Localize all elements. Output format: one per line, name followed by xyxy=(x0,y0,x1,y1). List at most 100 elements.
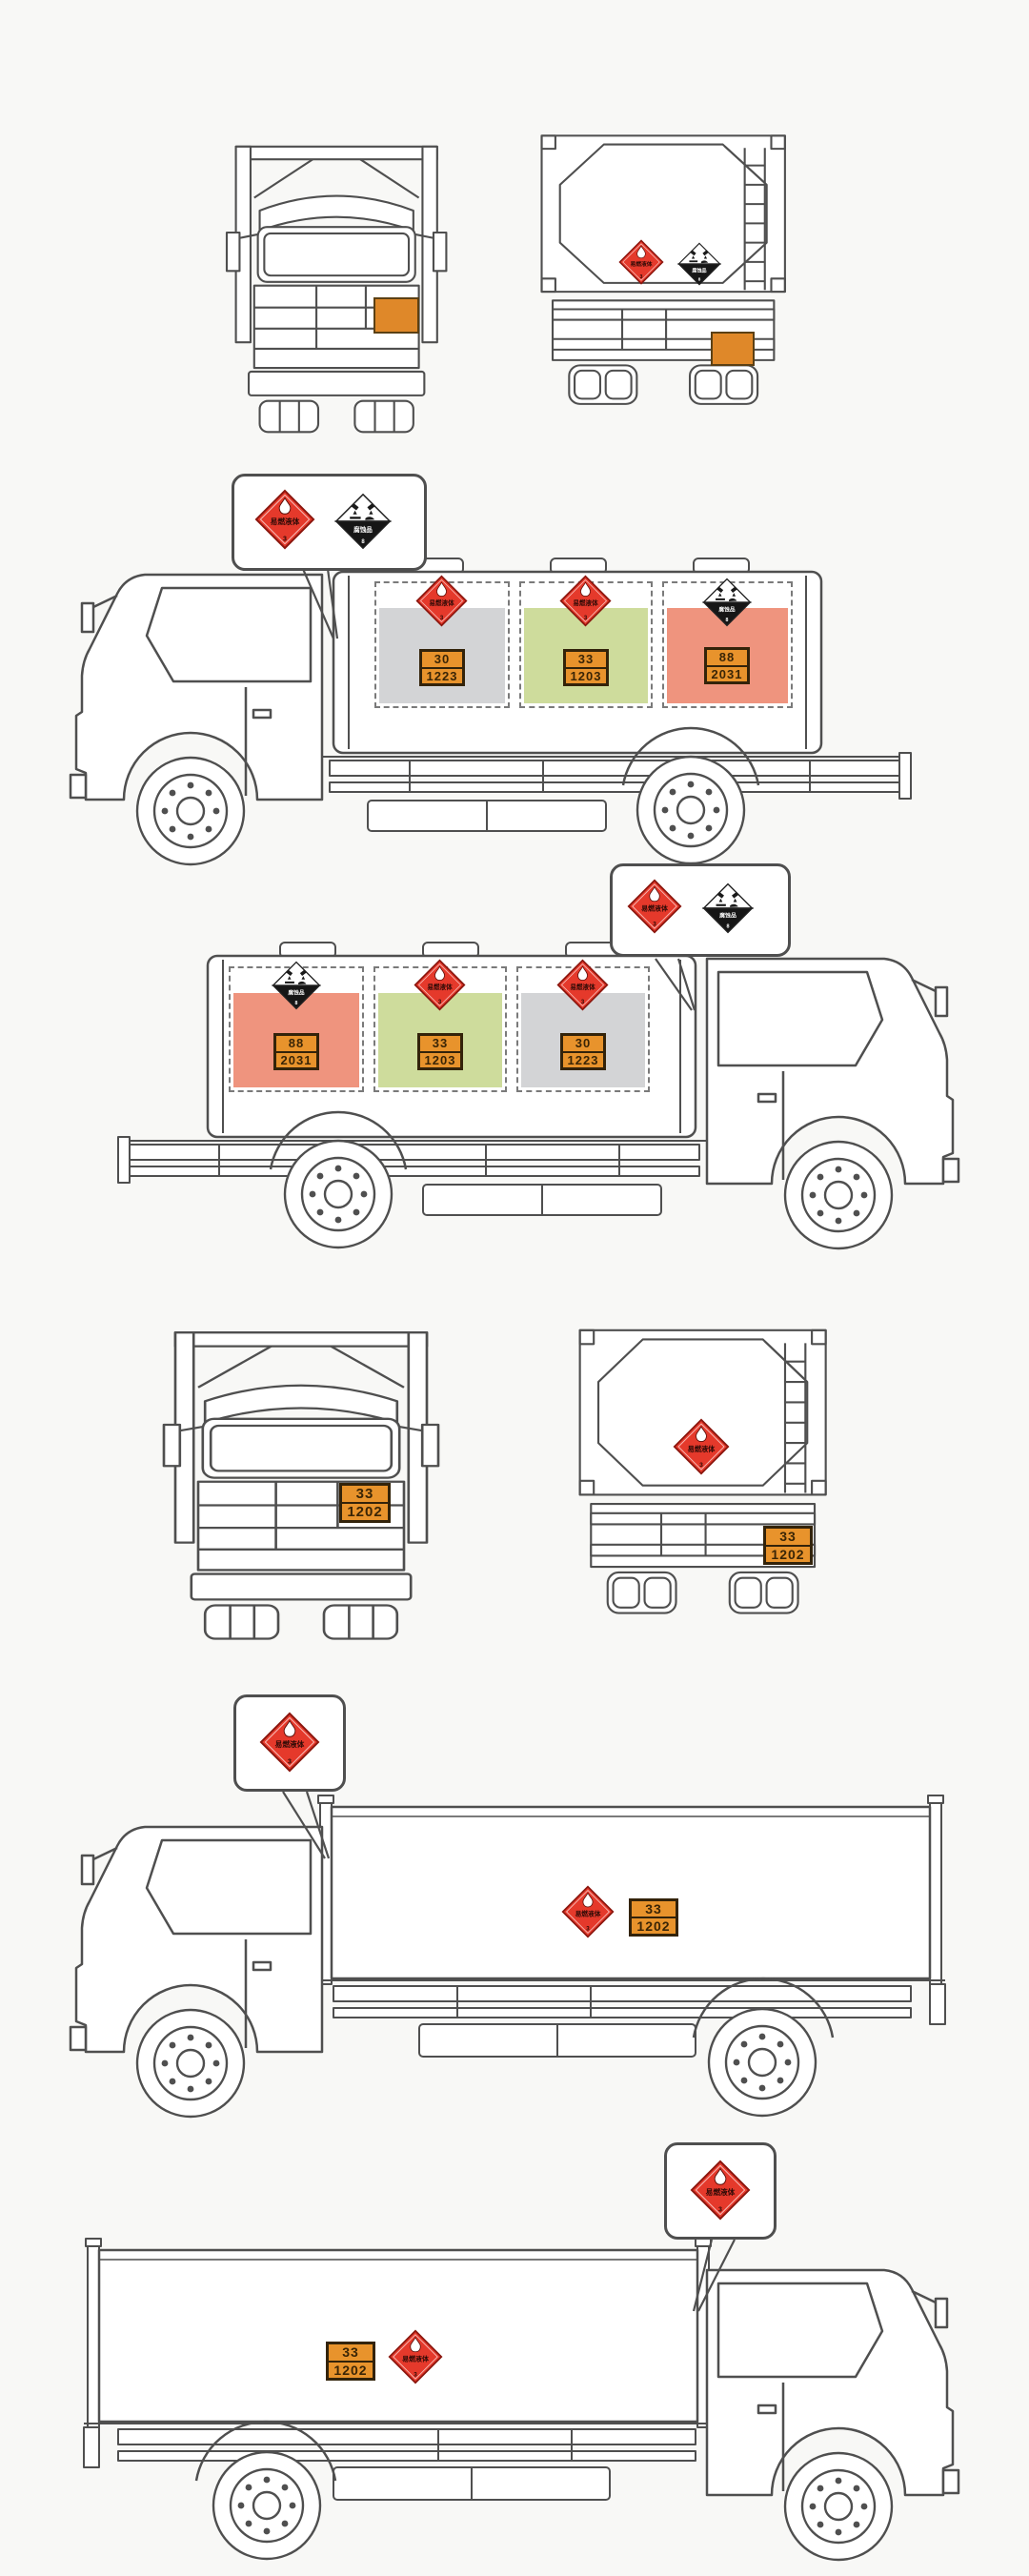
callout-tail-line xyxy=(282,1791,326,1859)
plate-hazard-id: 30 xyxy=(575,1036,592,1051)
flammable-placard: 易燃液体 3 xyxy=(259,1712,320,1773)
diamond-inner-border xyxy=(563,578,608,623)
placard-class-number: 3 xyxy=(699,1462,703,1469)
flammable-placard-art: 易燃液体 3 xyxy=(254,489,315,550)
flammable-diamond-shape xyxy=(415,575,468,627)
plate-un-number: 1203 xyxy=(566,666,606,684)
placard-class-number: 8 xyxy=(295,1001,298,1006)
diamond-inner-border xyxy=(393,2334,438,2380)
callout-tail-line xyxy=(692,2239,714,2312)
placard-class-number: 3 xyxy=(414,2371,417,2378)
flammable-placard-art: 易燃液体 3 xyxy=(673,1418,730,1475)
corrosive-diamond-top xyxy=(702,882,754,909)
corrosive-diamond-bottom xyxy=(334,520,392,550)
flame-icon xyxy=(434,965,445,981)
blank-orange-plate-front xyxy=(373,297,419,334)
plate-un-number: 2031 xyxy=(276,1050,316,1068)
diamond-inner-border xyxy=(565,1889,611,1935)
flammable-diamond-shape xyxy=(690,2160,751,2221)
placard-class-number: 3 xyxy=(288,1758,292,1765)
corrosive-placard-art: 腐蚀品 8 xyxy=(334,493,392,550)
orange-plate-frame: 88 2031 xyxy=(704,647,750,684)
placard-class-number: 3 xyxy=(653,921,656,927)
diamond-inner-border xyxy=(419,578,464,623)
corrosive-placard: 腐蚀品 8 xyxy=(702,578,752,627)
diamond-inner-border xyxy=(632,883,677,929)
flame-icon xyxy=(283,1719,296,1737)
plate-hazard-id: 33 xyxy=(355,1486,374,1502)
flame-icon xyxy=(649,885,660,903)
orange-plate-30-1223: 30 1223 xyxy=(560,1033,606,1070)
plate-un-number: 1223 xyxy=(422,666,462,684)
corrosive-placard: 腐蚀品 8 xyxy=(677,242,721,286)
placard-label: 易燃液体 xyxy=(570,983,595,991)
corrosive-placard-art: 腐蚀品 8 xyxy=(677,242,721,286)
callout-tail-line xyxy=(655,958,693,1011)
flammable-diamond-shape xyxy=(561,1885,615,1938)
box-truck-side-line-art xyxy=(0,1791,1029,2125)
flame-icon xyxy=(582,1892,594,1908)
flammable-placard-art: 易燃液体 3 xyxy=(627,879,682,934)
flammable-placard-art: 易燃液体 3 xyxy=(415,575,468,627)
corrosive-placard-art: 腐蚀品 8 xyxy=(702,578,752,627)
diamond-inner-border xyxy=(259,494,311,545)
corrosive-placard-art: 腐蚀品 8 xyxy=(272,961,321,1010)
plate-un-number: 1202 xyxy=(329,2360,373,2379)
placard-class-number: 3 xyxy=(584,616,588,621)
diamond-inner-border xyxy=(417,963,462,1007)
placard-label: 易燃液体 xyxy=(641,904,668,913)
flammable-placard: 易燃液体 3 xyxy=(414,959,466,1011)
flammable-diamond-shape xyxy=(618,239,664,285)
orange-plate-frame: 33 1202 xyxy=(326,2342,375,2381)
diamond-inner-border xyxy=(560,963,605,1007)
orange-plate-88-2031: 88 2031 xyxy=(704,647,750,684)
corrosive-diamond-top xyxy=(334,493,392,522)
corrosive-placard: 腐蚀品 8 xyxy=(272,961,321,1010)
flame-icon xyxy=(580,581,591,597)
corrosive-diamond-top xyxy=(677,242,721,265)
tank-compartment-3 xyxy=(516,966,650,1092)
orange-plate-frame: 33 1202 xyxy=(763,1526,813,1565)
orange-plate-frame: 33 1202 xyxy=(339,1483,391,1523)
flammable-placard: 易燃液体 3 xyxy=(254,489,315,550)
tanker-side-line-art-mirrored xyxy=(0,886,1029,1253)
flammable-placard-art: 易燃液体 3 xyxy=(618,239,664,285)
flammable-diamond-shape xyxy=(254,489,315,550)
diamond-inner-border xyxy=(677,1423,725,1471)
orange-plate-88-2031: 88 2031 xyxy=(273,1033,319,1070)
plate-hazard-id: 88 xyxy=(718,650,736,665)
placard-label: 易燃液体 xyxy=(427,983,453,991)
flammable-diamond-shape xyxy=(414,959,466,1011)
placard-label: 易燃液体 xyxy=(429,598,454,607)
flammable-placard-art: 易燃液体 3 xyxy=(388,2329,443,2384)
corrosion-pictogram xyxy=(689,250,709,264)
corrosive-diamond-bottom xyxy=(702,907,754,934)
corrosion-pictogram xyxy=(716,586,737,601)
placard-label: 腐蚀品 xyxy=(718,605,735,613)
plate-hazard-id: 33 xyxy=(645,1901,662,1917)
callout-tail-line xyxy=(697,2239,736,2312)
flame-icon xyxy=(696,1426,707,1443)
placard-label: 易燃液体 xyxy=(573,598,598,607)
plate-un-number: 1202 xyxy=(342,1502,388,1520)
flammable-placard: 易燃液体 3 xyxy=(673,1418,730,1475)
orange-plate-33-1203: 33 1203 xyxy=(417,1033,463,1070)
flammable-placard-art: 易燃液体 3 xyxy=(690,2160,751,2221)
corrosive-placard: 腐蚀品 8 xyxy=(702,882,754,934)
flammable-placard: 易燃液体 3 xyxy=(690,2160,751,2221)
flammable-placard-art: 易燃液体 3 xyxy=(561,1885,615,1938)
blank-orange-plate-rear xyxy=(711,332,755,366)
callout-tail-line xyxy=(676,958,696,1011)
flammable-diamond-shape xyxy=(673,1418,730,1475)
plate-un-number: 1223 xyxy=(563,1050,603,1068)
flammable-diamond-shape xyxy=(556,959,609,1011)
placard-label: 易燃液体 xyxy=(271,517,300,526)
flammable-placard-art: 易燃液体 3 xyxy=(559,575,612,627)
plate-hazard-id: 33 xyxy=(432,1036,449,1051)
corrosive-diamond-top xyxy=(272,961,321,986)
placard-label: 易燃液体 xyxy=(706,2187,736,2197)
flammable-placard: 易燃液体 3 xyxy=(556,959,609,1011)
tanker-side-line-art xyxy=(0,467,1029,867)
orange-plate-frame: 30 1223 xyxy=(419,649,465,686)
